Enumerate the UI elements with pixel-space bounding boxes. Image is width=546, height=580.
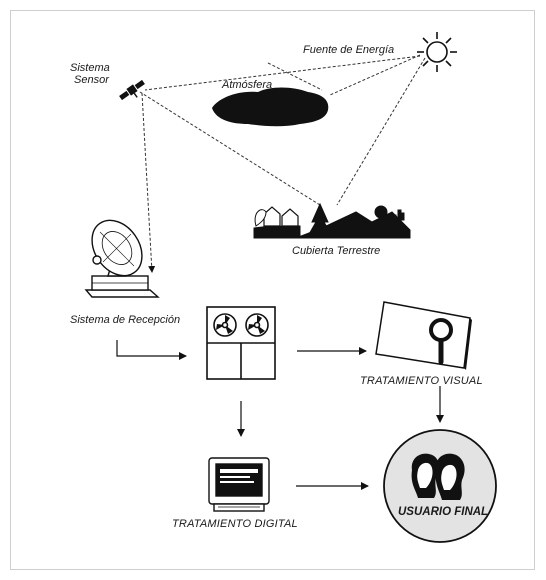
cloud-icon bbox=[212, 87, 329, 127]
fuente-energia-label: Fuente de Energía bbox=[303, 44, 395, 56]
energy-paths bbox=[139, 54, 426, 273]
receiver-to-tape-arrow bbox=[116, 340, 187, 360]
sistema-sensor-label-line2: Sensor bbox=[74, 74, 109, 86]
satellite-dish-icon bbox=[84, 219, 160, 298]
atmosphere-scatter-path bbox=[267, 62, 323, 91]
tratamiento-visual-label: TRATAMIENTO VISUAL bbox=[360, 375, 483, 387]
tratamiento-digital-label: TRATAMIENTO DIGITAL bbox=[172, 518, 298, 530]
flow-arrows bbox=[116, 340, 444, 490]
sistema-recepcion-label: Sistema de Recepción bbox=[70, 314, 181, 326]
cubierta-terrestre-label: Cubierta Terrestre bbox=[292, 245, 381, 257]
magnifier-document-icon bbox=[375, 301, 472, 370]
sistema-sensor-label-line1: Sistema bbox=[70, 62, 110, 74]
atmosfera-label: Atmósfera bbox=[222, 79, 273, 91]
sun-to-terrain-path bbox=[336, 57, 426, 206]
sun-to-sensor-path bbox=[144, 55, 421, 91]
landscape-icon bbox=[253, 202, 411, 239]
satellite-icon bbox=[119, 79, 145, 101]
sun-icon bbox=[417, 32, 457, 72]
terrain-to-sensor-path bbox=[139, 91, 321, 206]
sensor-to-receiver-path bbox=[141, 92, 156, 273]
users-faces-icon bbox=[383, 429, 497, 543]
usuario-final-label: USUARIO FINAL bbox=[398, 506, 489, 518]
sun-to-atmosphere-path bbox=[329, 54, 421, 96]
computer-monitor-icon bbox=[208, 457, 270, 512]
tape-drive-icon bbox=[206, 306, 276, 380]
